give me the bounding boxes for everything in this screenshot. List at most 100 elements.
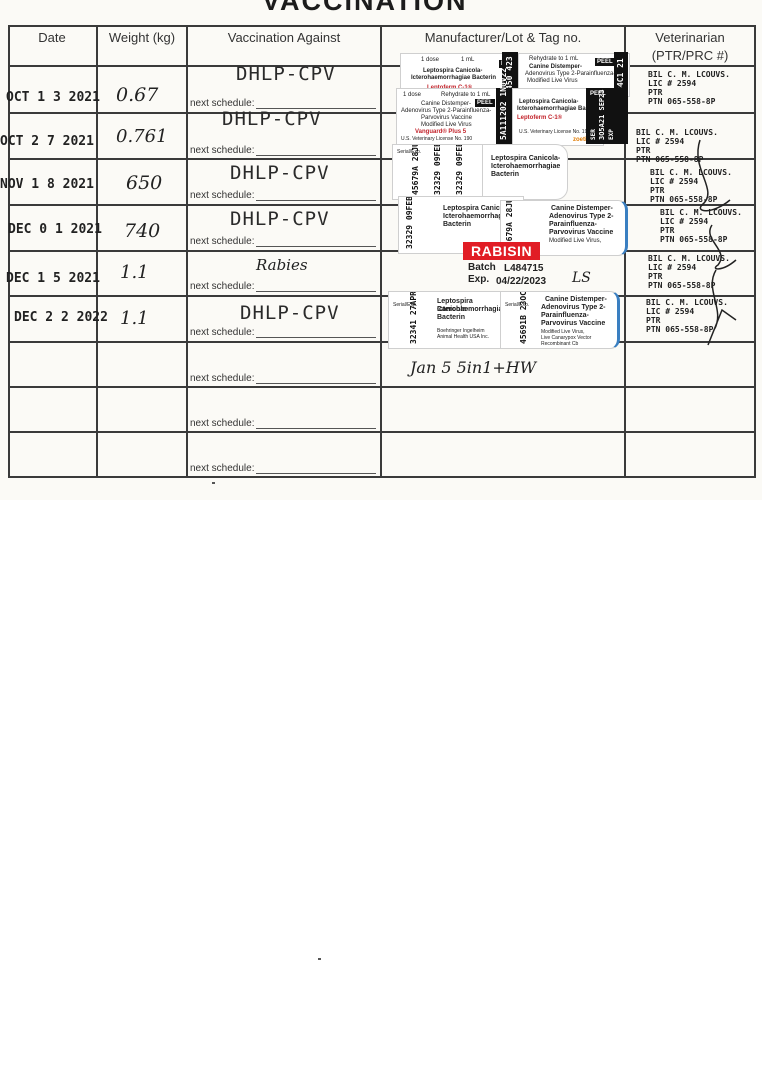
vet-ptr-number: PTN 065-558-8P (660, 235, 728, 244)
lot-strip: PEEL SER EXP 3O5A21 SEP23 (586, 88, 628, 144)
label-dose: 1 dose (421, 57, 440, 63)
scan-speck (212, 482, 215, 484)
header-date: Date (38, 30, 66, 45)
header-veterinarian-line1: Veterinarian (655, 30, 725, 45)
label-rehydrate: Rehydrate to 1 mL (529, 56, 579, 62)
lot-strip: 450 423 (502, 52, 518, 96)
vet-name: BIL C. M. LCOUVS. (650, 168, 732, 177)
lot-number: 34C1 21 (616, 58, 625, 92)
vaccine-label-lot: Serial/Exp. 45679A 28JUL22 32329 09FEB24… (392, 144, 484, 200)
veterinarian-stamp: BIL C. M. LCOUVS. LIC # 2594 PTR PTN 065… (650, 168, 732, 204)
vet-ptr-number: PTN 065-558-8P (648, 281, 716, 290)
next-schedule-line (256, 108, 376, 109)
lot-strip: 5A111202 1N0V22 (496, 68, 512, 144)
vet-name: BIL C. M. LCOUVS. (660, 208, 742, 217)
rabisin-batch: L484715 (504, 263, 544, 274)
vet-license: LIC # 2594 (648, 263, 697, 272)
vaccine-label-distemper: Serial/Exp. 45691B 23OCT22 Canine Distem… (500, 291, 620, 349)
label-name: Parvovirus Vaccine (549, 229, 614, 236)
row-vaccine-stamp: DHLP-CPV (230, 208, 330, 230)
vaccination-card: VACCINATION Date Weight (kg) Vaccination… (0, 0, 762, 500)
label-manufacturer: Animal Health USA Inc. (437, 334, 489, 340)
label-serial: Serial/Exp. (505, 302, 530, 308)
vaccination-table: Date Weight (kg) Vaccination Against Man… (8, 25, 756, 478)
header-veterinarian: Veterinarian (PTR/PRC #) (626, 29, 754, 65)
label-name: Live Canarypox Vector (541, 335, 592, 341)
label-name: Bacterin (437, 314, 466, 321)
label-dose: 1 dose (403, 92, 422, 98)
row-divider (8, 431, 756, 433)
label-name: Leptospira Canicola- (443, 205, 513, 212)
veterinarian-stamp: BIL C. M. LCOUVS. LIC # 2594 PTR PTN 065… (660, 208, 742, 244)
label-name: Icterohaemorrhagiae (437, 306, 502, 313)
next-schedule-label: next schedule: (190, 145, 255, 156)
vet-name: BIL C. M. LCOUVS. (636, 128, 718, 137)
label-name: Recombinant Cb (541, 341, 579, 347)
row-vaccine-stamp: DHLP-CPV (230, 162, 330, 184)
vet-license: LIC # 2594 (648, 79, 697, 88)
label-volume: 1 mL (461, 57, 475, 63)
row-vaccine-stamp: DHLP-CPV (222, 108, 322, 130)
row-weight: 0.761 (116, 126, 168, 147)
row-weight: 740 (124, 220, 161, 242)
peel-tab: PEEL (588, 90, 608, 98)
next-schedule-line (256, 428, 376, 429)
exp-label: EXP (608, 129, 615, 140)
row-weight: 0.67 (116, 84, 159, 106)
label-name: Adenovirus Type 2-Parainfluenza- (525, 71, 616, 77)
next-schedule-line (256, 337, 376, 338)
vet-ptr-number: PTN 065-558-8P (650, 195, 718, 204)
label-license: U.S. Veterinary License No. 190 (401, 136, 473, 142)
row-vaccine-stamp: DHLP-CPV (236, 63, 336, 85)
handwritten-mark: LS (572, 270, 591, 286)
vet-name: BIL C. M. LCOUVS. (648, 254, 730, 263)
row-weight: 650 (126, 172, 163, 194)
label-name: Bacterin (443, 221, 472, 228)
label-name: Icterohaemorrhagiae Bacterin (411, 75, 497, 81)
vet-ptr: PTR (660, 226, 675, 235)
handwritten-note: Jan 5 5in1+HW (410, 358, 537, 377)
row-vaccine-stamp: DHLP-CPV (240, 302, 340, 324)
row-date: OCT 2 7 2021 (0, 134, 94, 149)
next-schedule-line (256, 155, 376, 156)
label-name: Parvovirus Vaccine (421, 115, 472, 121)
veterinarian-stamp: BIL C. M. LCOUVS. LIC # 2594 PTR PTN 065… (636, 128, 718, 164)
vet-name: BIL C. M. LCOUVS. (648, 70, 730, 79)
next-schedule-label: next schedule: (190, 281, 255, 292)
row-weight: 1.1 (120, 308, 149, 329)
label-name: Leptospira Canicola- (437, 298, 473, 313)
label-name: Canine Distemper- (551, 205, 613, 212)
lot-number: 45691B 23OCT22 (519, 291, 528, 344)
row-date: NOV 1 8 2021 (0, 177, 94, 192)
header-vaccination: Vaccination Against (227, 30, 341, 45)
label-name: Leptospira Canicola- (491, 155, 561, 162)
lot-number: 32341 27APR24 (409, 291, 418, 344)
lot-number: 32329 09FEB24 (455, 144, 464, 195)
row-date: DEC 2 2 2022 (14, 310, 108, 325)
peel-tab: PEEL (475, 99, 495, 107)
vet-ptr: PTR (636, 146, 651, 155)
row-weight: 1.1 (120, 262, 149, 283)
label-name: Modified Live Virus, (541, 329, 585, 335)
rabisin-batch-label: Batch (468, 262, 496, 273)
next-schedule-label: next schedule: (190, 418, 255, 429)
veterinarian-stamp: BIL C. M. LCOUVS. LIC # 2594 PTR PTN 065… (646, 298, 728, 334)
row-divider (8, 341, 756, 343)
document-title: VACCINATION (262, 0, 468, 16)
label-manufacturer: Boehringer Ingelheim (437, 328, 485, 334)
vaccine-label-lepto-bacterin: Leptospira Canicola- Icterohaemorrhagiae… (482, 144, 568, 200)
row-divider (8, 250, 756, 252)
label-name: Modified Live Virus (527, 78, 578, 84)
label-rehydrate: Rehydrate to 1 mL (441, 92, 491, 98)
label-name: Leptospira Canicola- (519, 99, 579, 105)
label-name: Parainfluenza- (549, 221, 597, 228)
lot-number: 32329 09FEB24 (405, 196, 414, 249)
row-divider (8, 386, 756, 388)
row-divider (8, 112, 756, 114)
vet-ptr-number: PTN 065-558-8P (648, 97, 716, 106)
vet-ptr: PTR (648, 88, 663, 97)
lot-number: 3O5A21 SEP23 (598, 89, 606, 140)
next-schedule-label: next schedule: (190, 190, 255, 201)
rabisin-exp-label: Exp. (468, 274, 490, 285)
rabisin-exp: 04/22/2023 (496, 276, 547, 287)
